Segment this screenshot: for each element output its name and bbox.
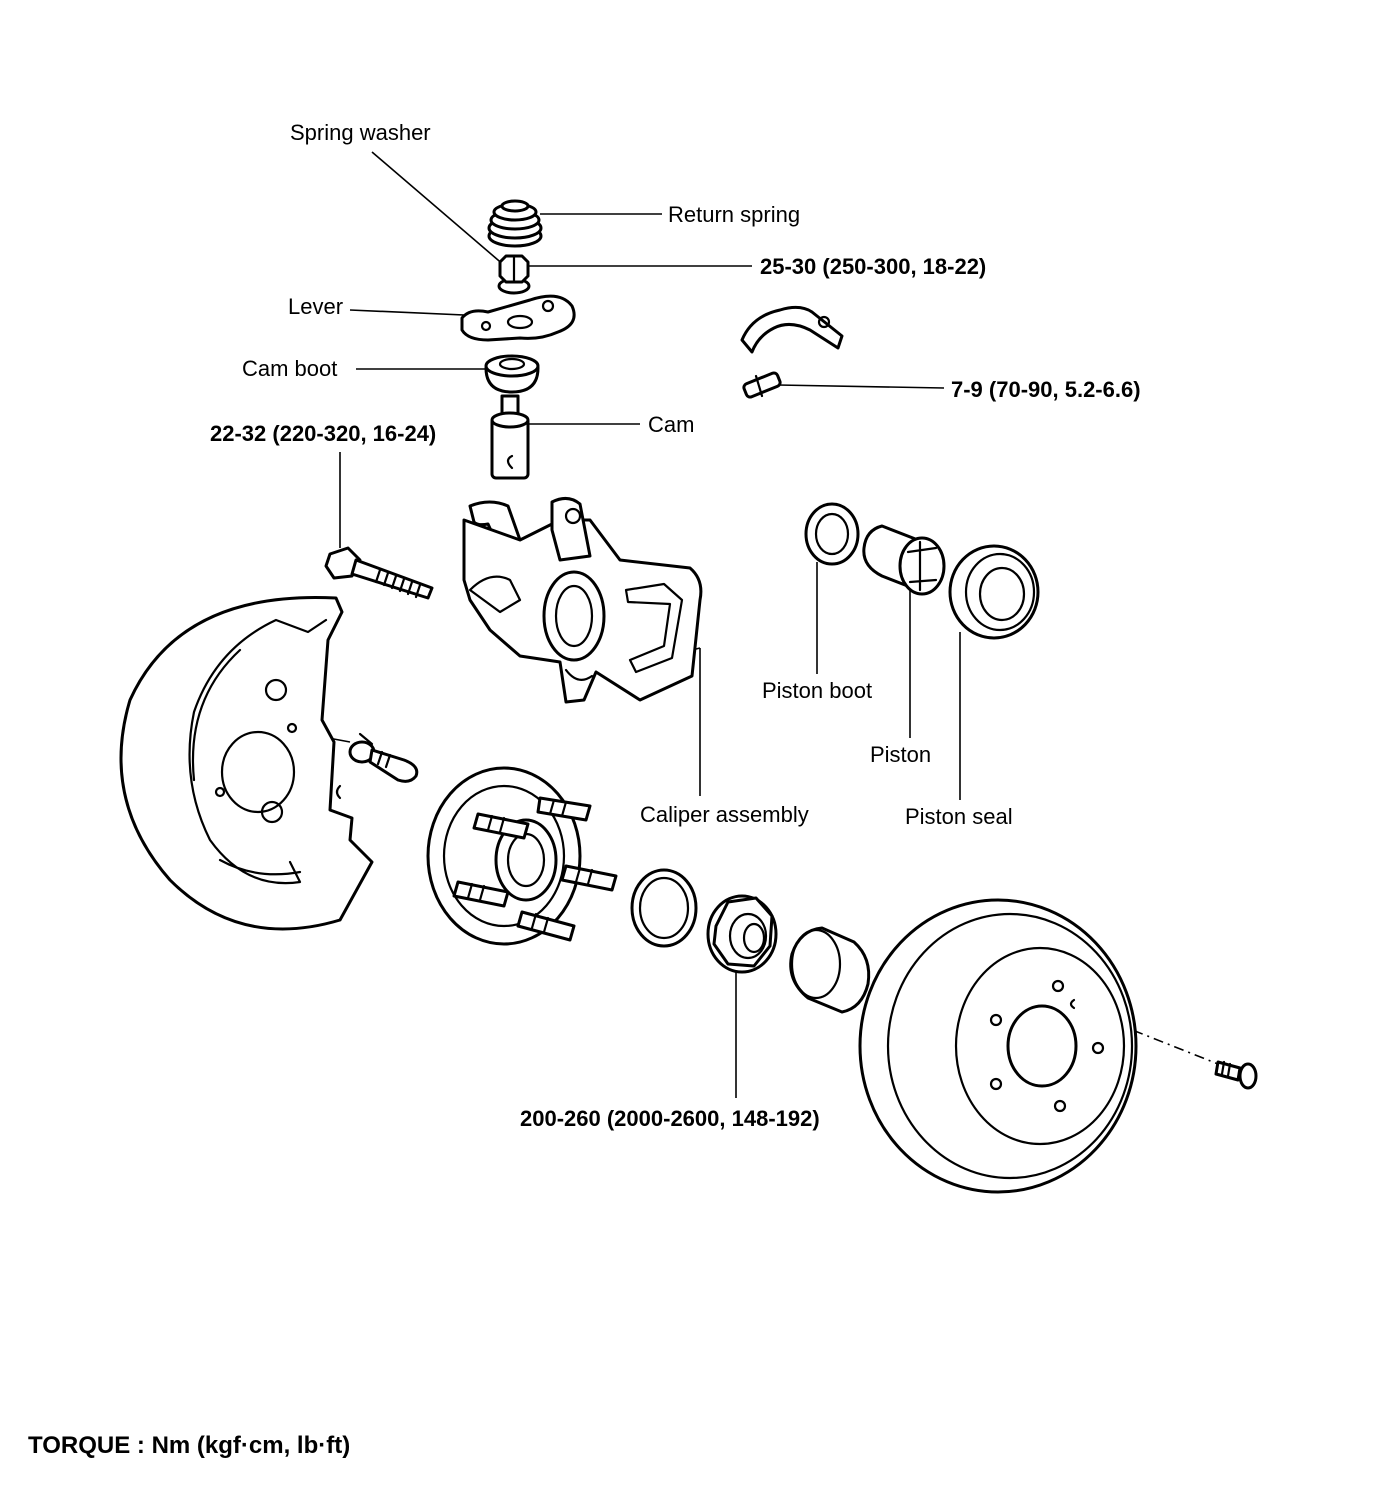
return-spring [487,199,543,248]
shield-bolt [348,740,419,783]
disc-screw [1214,1060,1258,1090]
piston-seal [948,544,1040,640]
cam-boot [484,354,540,394]
hub-nut [706,894,778,974]
piston [862,524,946,596]
lever [460,294,576,342]
label-hub-nut-torque: 200-260 (2000-2600, 148-192) [520,1106,820,1131]
piston-boot [804,502,860,566]
brake-disc [858,898,1138,1194]
label-return-spring: Return spring [668,202,801,227]
label-piston: Piston [870,742,932,767]
label-caliper-bolt-torque: 22-32 (220-320, 16-24) [210,421,437,446]
caliper-bolt [324,546,434,600]
label-bleeder-torque: 7-9 (70-90, 5.2-6.6) [951,377,1141,402]
grease-cap [789,926,871,1014]
label-piston-boot: Piston boot [762,678,873,703]
bleeder-screw [742,371,782,399]
dust-shield [119,595,374,931]
label-caliper-assembly: Caliper assembly [640,802,809,827]
bleeder-bracket [740,305,844,354]
label-spring-washer: Spring washer [290,120,431,145]
snap-ring [630,868,698,948]
cam [490,394,530,480]
label-piston-seal: Piston seal [905,804,1013,829]
label-lever-torque: 25-30 (250-300, 18-22) [760,254,987,279]
label-lever: Lever [288,294,344,319]
label-cam-boot: Cam boot [242,356,338,381]
lever-nut [497,254,531,295]
caliper-assembly [462,497,703,704]
torque-units-legend: TORQUE : Nm (kgf·cm, lb·ft) [28,1432,351,1459]
label-cam: Cam [648,412,695,437]
wheel-hub [426,766,618,946]
